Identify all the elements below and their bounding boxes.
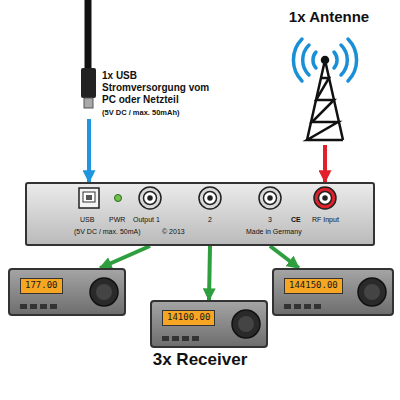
receiver: 177.00 [8, 268, 126, 316]
radio-waves [341, 45, 347, 75]
frequency-display: 177.00 [20, 278, 63, 294]
rf-input-connector [314, 187, 336, 209]
bnc-connector [144, 192, 157, 205]
tuning-knob [238, 316, 254, 332]
button [294, 304, 301, 309]
radio-waves [348, 39, 357, 81]
radio-waves [293, 39, 302, 81]
antenna-tower [322, 57, 328, 63]
bnc-connector [199, 187, 221, 209]
bnc-connector [139, 187, 281, 209]
tuning-knob [364, 284, 380, 300]
port-label: USB [80, 216, 94, 223]
tuning-knob [96, 284, 112, 300]
usb-port [79, 188, 99, 208]
antenna-tower [307, 78, 343, 140]
usb-cable [81, 0, 96, 108]
rating-note: (5V DC / max. 50mAh) [102, 108, 218, 117]
group-caption: 3x Receiver [0, 350, 400, 370]
panel-body [25, 182, 375, 246]
usb-port [86, 195, 92, 200]
button [304, 304, 311, 309]
radio-waves [313, 52, 316, 68]
power-note: 1x USB Stromversorgung vom PC oder Netzt… [102, 70, 218, 106]
button [50, 304, 57, 309]
antenna-tower [307, 60, 343, 140]
button [192, 336, 199, 341]
radio-waves [334, 52, 337, 68]
frequency-display: 14100.00 [162, 310, 215, 326]
button [20, 304, 27, 309]
port-label: RF Input [312, 216, 339, 223]
usb-cable [81, 68, 96, 98]
tuning-knob [232, 310, 260, 338]
rf-input-connector [319, 192, 332, 205]
bnc-connector [139, 187, 161, 209]
button [284, 304, 291, 309]
signal-arrow [323, 145, 327, 182]
receiver: 144150.00 [272, 268, 394, 316]
tuning-knob [90, 278, 118, 306]
usb-port [79, 188, 99, 208]
signal-arrow [87, 119, 91, 182]
button [30, 304, 37, 309]
usb-cable [84, 98, 93, 108]
antenna: 1x Antenne [270, 0, 388, 145]
button [314, 304, 321, 309]
radio-waves [303, 45, 309, 75]
ce-mark: CE [291, 216, 301, 223]
button [172, 336, 179, 341]
port-label: Output 1 [133, 216, 160, 223]
splitter-panel: USB (5V DC / max. 50mA) PWR Output 1 2 3 © 201… [25, 182, 375, 246]
antenna-label: 1x Antenne [270, 8, 388, 25]
bnc-connector [259, 187, 281, 209]
signal-arrow [270, 246, 299, 268]
bnc-connector [264, 192, 277, 205]
button [40, 304, 47, 309]
tuning-knob [358, 278, 386, 306]
bnc-connector [208, 196, 212, 200]
bnc-connector [204, 192, 217, 205]
signal-arrow [100, 246, 150, 268]
antenna-tower [307, 57, 343, 140]
rf-input-connector [323, 196, 327, 200]
button [182, 336, 189, 341]
frequency-display: 144150.00 [284, 278, 343, 294]
copyright-note: © 2013 [162, 228, 185, 235]
led-label: PWR [109, 216, 125, 223]
port-label: 3 [268, 216, 272, 223]
receiver: 14100.00 [150, 300, 268, 348]
bnc-connector [268, 196, 272, 200]
usb-port [83, 192, 95, 202]
rf-input-connector [314, 187, 336, 209]
usb-power-supply: 1x USB Stromversorgung vom PC oder Netzt… [60, 0, 220, 119]
origin-note: Made in Germany [246, 228, 302, 235]
rating-note: (5V DC / max. 50mA) [74, 228, 141, 235]
power-led [115, 195, 122, 202]
button [162, 336, 169, 341]
bnc-connector [148, 196, 152, 200]
signal-arrow [209, 246, 210, 300]
port-label: 2 [208, 216, 212, 223]
radio-waves [293, 39, 356, 81]
usb-cable [85, 0, 92, 70]
